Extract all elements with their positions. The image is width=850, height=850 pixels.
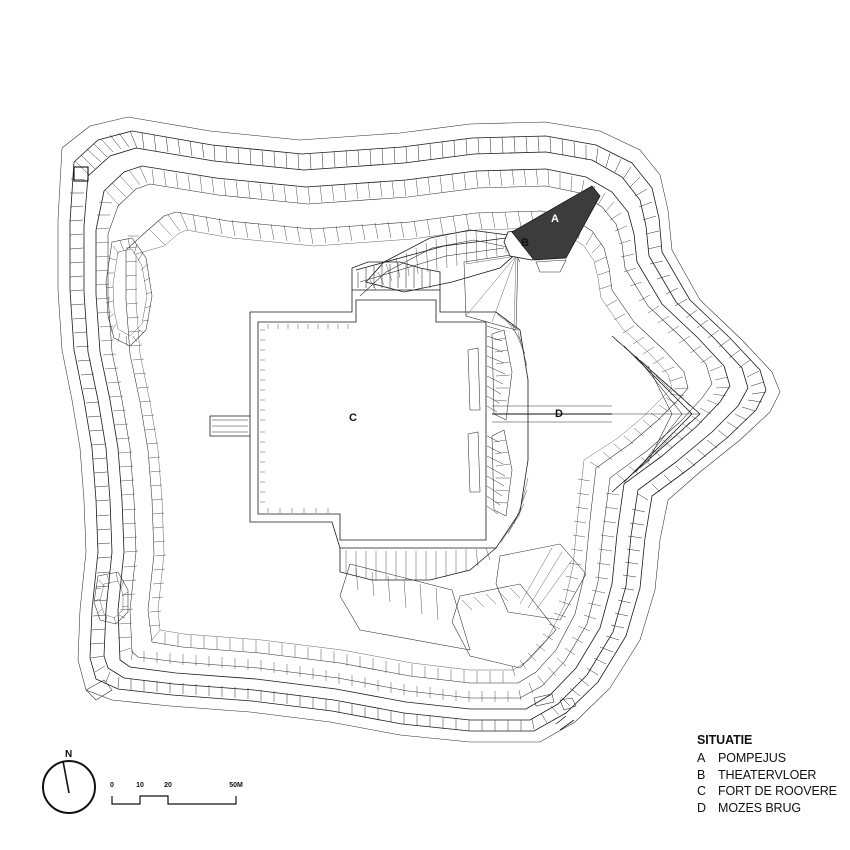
legend-item-d: D MOZES BRUG (697, 800, 847, 817)
compass-icon (42, 760, 96, 814)
legend-item-b: B THEATERVLOER (697, 767, 847, 784)
scale-tick-0: 0 (110, 782, 114, 789)
map-marker-a: A (551, 213, 560, 225)
east-ravelin (588, 335, 701, 493)
scale-bar-graphic (111, 795, 237, 805)
mozes-brug (492, 405, 612, 423)
scale-tick-50: 50M (229, 782, 243, 789)
second-rampart-band (95, 165, 731, 710)
west-lunette (93, 237, 153, 625)
legend-item-c: C FORT DE ROOVERE (697, 783, 847, 800)
inner-fort-wall (209, 261, 529, 581)
map-marker-d: D (555, 408, 564, 420)
central-courtyard (257, 299, 513, 541)
scale-tick-10: 10 (136, 782, 144, 789)
legend-key-c: C (697, 784, 706, 798)
scale-bar: 0 10 20 50M (110, 782, 243, 808)
legend-key-b: B (697, 767, 706, 782)
legend-label-d: MOZES BRUG (718, 800, 802, 815)
legend-label-a: POMPEJUS (718, 751, 786, 765)
pompejus-plaza (355, 185, 601, 331)
southeast-bastion (339, 543, 587, 669)
legend-item-a: A POMPEJUS (697, 750, 847, 767)
legend-title: SITUATIE (697, 733, 753, 747)
map-marker-c: C (349, 412, 358, 424)
outbuildings (73, 166, 577, 731)
moat-outer-outline (57, 116, 781, 743)
scale-tick-20: 20 (164, 782, 172, 789)
legend-label-c: FORT DE ROOVERE (718, 784, 837, 798)
legend-key-a: A (697, 751, 706, 765)
compass-north-label: N (65, 749, 73, 760)
map-marker-b: B (521, 237, 530, 249)
compass-rose: N (41, 749, 97, 815)
legend-key-d: D (697, 800, 706, 815)
outer-rampart-band (69, 130, 767, 732)
legend: SITUATIE A POMPEJUS B THEATERVLOER C FOR… (697, 733, 847, 816)
legend-label-b: THEATERVLOER (718, 767, 817, 782)
